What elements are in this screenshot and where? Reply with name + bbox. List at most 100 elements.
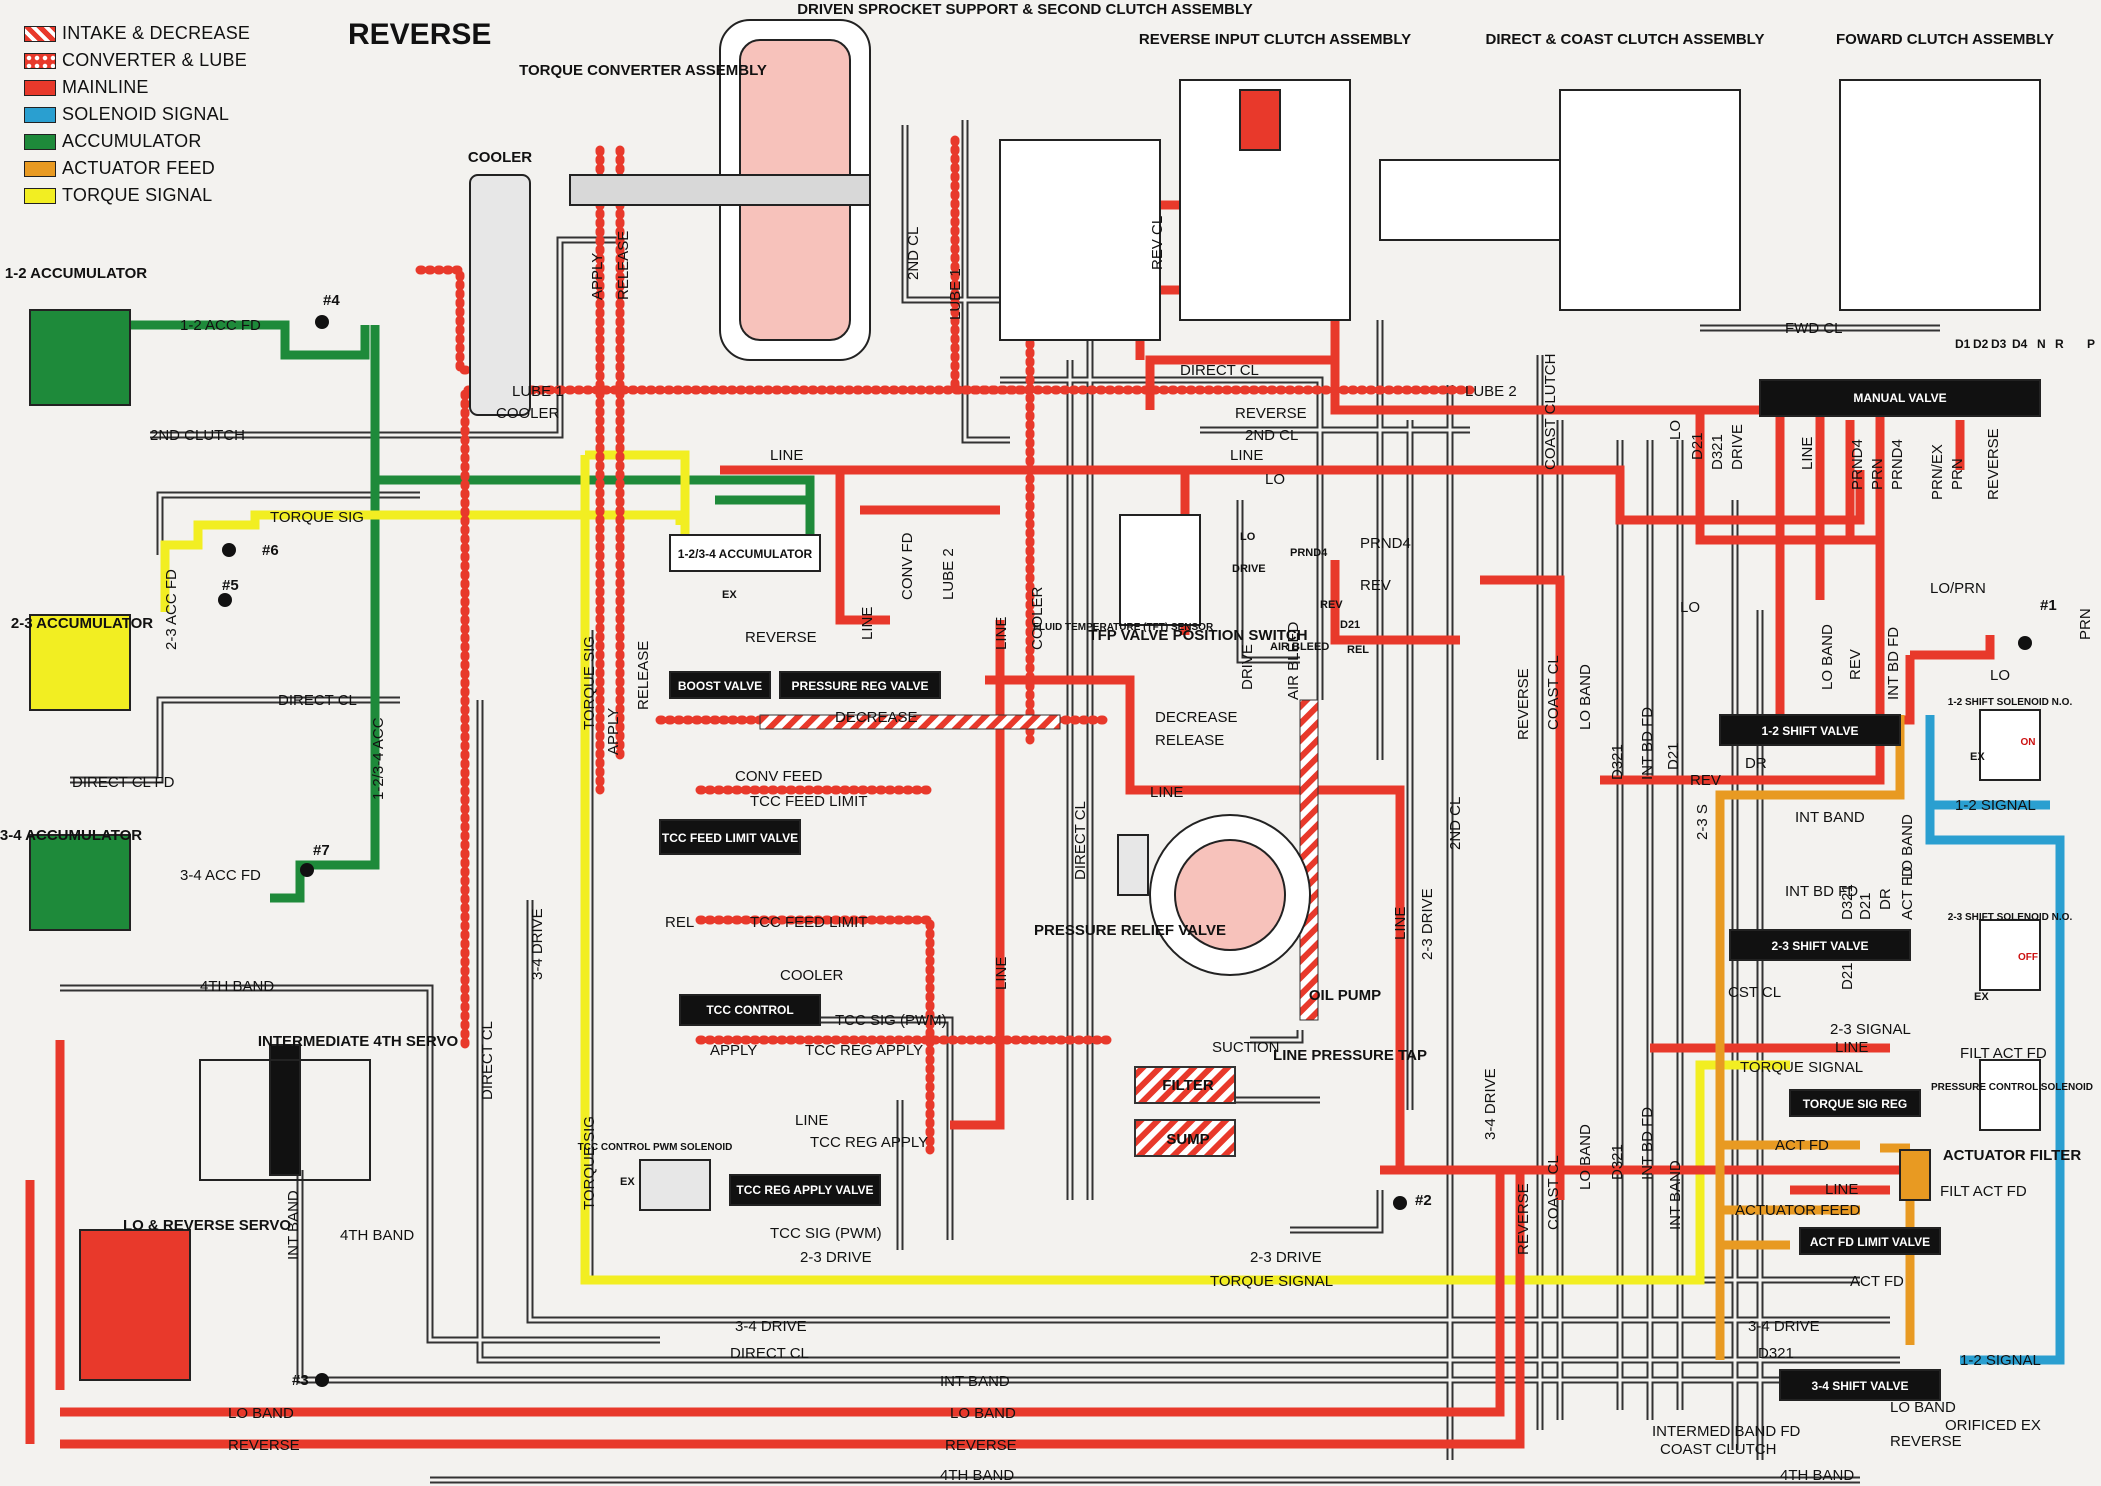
label-d321: D321	[1758, 1345, 1794, 1362]
label-signal12-2: 1-2 SIGNAL	[1960, 1352, 2041, 1369]
pressure-reg-label: PRESSURE REG VALVE	[792, 679, 929, 693]
label-act-fd-2: ACT FD	[1850, 1273, 1904, 1290]
legend-label: ACTUATOR FEED	[62, 158, 215, 178]
solenoid-signal-circuit	[1925, 715, 2065, 1365]
swatch-solid	[24, 160, 56, 177]
vlabel-lube1: LUBE 1	[947, 268, 964, 320]
label-line-2: LINE	[1230, 447, 1263, 464]
relief-label: PRESSURE RELIEF VALVE	[1034, 922, 1226, 939]
label-fourth-band-4: 4TH BAND	[1780, 1467, 1854, 1484]
label-lo-prn: LO/PRN	[1930, 580, 1986, 597]
vlabel-conv-fd: CONV FD	[899, 532, 916, 600]
vlabel-drive-2: DRIVE	[1729, 424, 1746, 470]
vlabel-direct-cl-2: DIRECT CL	[1072, 801, 1089, 880]
label-tcc-reg-apply-2: TCC REG APPLY	[810, 1134, 928, 1151]
component-shapes	[29, 19, 2041, 1401]
label-lube1: LUBE 1	[512, 383, 564, 400]
label-line-6: LINE	[795, 1112, 828, 1129]
label-int-band-2: INT BAND	[1795, 809, 1865, 826]
solenoid-labels: TCC CONTROL PWM SOLENOID 1-2 SHIFT SOLEN…	[578, 622, 2093, 1153]
shift12-label: 1-2 SHIFT VALVE	[1762, 724, 1859, 738]
checkball-5	[218, 593, 232, 607]
sprocket-label: DRIVEN SPROCKET SUPPORT & SECOND CLUTCH …	[797, 1, 1253, 18]
vlabel-acc23-fd: 2-3 ACC FD	[163, 569, 180, 650]
legend-item-torque-signal: TORQUE SIGNAL	[24, 182, 250, 209]
vlabel-d21-4: D21	[1839, 962, 1856, 990]
accumulator-valve-label: 1-2/3-4 ACCUMULATOR	[678, 547, 813, 561]
gear-r: R	[2055, 337, 2064, 351]
tfp-rel: REL	[1347, 644, 1369, 656]
legend-label: ACCUMULATOR	[62, 131, 202, 151]
sol23-state: OFF	[2018, 952, 2038, 963]
label-reverse-5: REVERSE	[1890, 1433, 1962, 1450]
tcc-control-label: TCC CONTROL	[706, 1003, 793, 1017]
vlabel-prn: PRN	[1869, 458, 1886, 490]
vlabel-drive23: 2-3 DRIVE	[1419, 888, 1436, 960]
cooler-label: COOLER	[468, 149, 532, 166]
boost-valve-label: BOOST VALVE	[678, 679, 762, 693]
vertical-passage-labels: 2-3 ACC FD 1-2/3-4 ACC APPLY RELEASE TOR…	[163, 216, 2094, 1260]
sol12-label: 1-2 SHIFT SOLENOID N.O.	[1948, 697, 2073, 708]
gear-d2: D2	[1973, 337, 1989, 351]
legend: INTAKE & DECREASE CONVERTER & LUBE MAINL…	[24, 20, 250, 209]
legend-item-intake-decrease: INTAKE & DECREASE	[24, 20, 250, 47]
mainline-circuit	[25, 200, 1995, 1449]
vlabel-torque-sig-2: TORQUE SIG	[581, 1116, 598, 1210]
vlabel-reverse-3: REVERSE	[1985, 428, 2002, 500]
vlabel-line-5: LINE	[859, 607, 876, 640]
label-intermed-band-fd: INTERMED BAND FD	[1652, 1423, 1801, 1440]
tfp-drive: DRIVE	[1232, 563, 1266, 575]
tfp-air-bleed: AIR BLEED	[1270, 641, 1329, 653]
label-coast-clutch: COAST CLUTCH	[1660, 1441, 1776, 1458]
vlabel-line-3: LINE	[1392, 907, 1409, 940]
gear-position-labels: D1 D2 D3 D4 N R P	[1955, 337, 2095, 351]
legend-item-mainline: MAINLINE	[24, 74, 250, 101]
label-decrease: DECREASE	[1155, 709, 1238, 726]
vlabel-coast-clutch: COAST CLUTCH	[1542, 354, 1559, 470]
legend-item-accumulator: ACCUMULATOR	[24, 128, 250, 155]
swatch-solid	[24, 133, 56, 150]
vlabel-d21: D21	[1665, 742, 1682, 770]
acc12-label: 1-2 ACCUMULATOR	[5, 265, 147, 282]
vlabel-acc1234: 1-2/3-4 ACC	[370, 717, 387, 800]
torque-converter-label: TORQUE CONVERTER ASSEMBLY	[519, 62, 767, 79]
label-lo: LO	[1265, 471, 1285, 488]
label-fwd-cl: FWD CL	[1785, 320, 1843, 337]
checkball-label-2: #2	[1415, 1192, 1432, 1209]
ex-label-4: EX	[620, 1176, 635, 1188]
vlabel-int-bd-fd-3: INT BD FD	[1885, 627, 1902, 700]
vlabel-second-cl-2: 2ND CL	[1447, 797, 1464, 850]
sol23-label: 2-3 SHIFT SOLENOID N.O.	[1948, 912, 2073, 923]
label-conv-feed: CONV FEED	[735, 768, 823, 785]
vlabel-line: LINE	[993, 617, 1010, 650]
vlabel-prn-2: PRN	[1949, 458, 1966, 490]
legend-label: SOLENOID SIGNAL	[62, 104, 230, 124]
label-line-3: LINE	[1150, 784, 1183, 801]
legend-item-solenoid-signal: SOLENOID SIGNAL	[24, 101, 250, 128]
checkball-6	[222, 543, 236, 557]
vlabel-reverse-2: REVERSE	[1515, 1183, 1532, 1255]
vlabel-decrease: AIR BLEED	[1285, 621, 1302, 700]
checkball-label-5: #5	[222, 577, 239, 594]
vlabel-drive: DRIVE	[1239, 644, 1256, 690]
tcc-feed-limit-label: TCC FEED LIMIT VALVE	[662, 831, 798, 845]
tfp-rev: REV	[1320, 599, 1343, 611]
swatch-solid	[24, 187, 56, 204]
vlabel-int-band: INT BAND	[1667, 1160, 1684, 1230]
checkball-4	[315, 315, 329, 329]
act-fd-limit-label: ACT FD LIMIT VALVE	[1810, 1235, 1930, 1249]
lo-rev-servo-label: LO & REVERSE SERVO	[123, 1217, 291, 1234]
label-acc34-fd: 3-4 ACC FD	[180, 867, 261, 884]
legend-item-actuator-feed: ACTUATOR FEED	[24, 155, 250, 182]
component-labels: TORQUE CONVERTER ASSEMBLY COOLER DRIVEN …	[0, 1, 2081, 1234]
label-torque-sig: TORQUE SIG	[270, 509, 364, 526]
label-prnd4: PRND4	[1360, 535, 1411, 552]
label-rev: REV	[1360, 577, 1391, 594]
vlabel-direct-cl: DIRECT CL	[479, 1021, 496, 1100]
checkball-label-6: #6	[262, 542, 279, 559]
converter-lube-circuit	[415, 135, 1475, 1155]
acc34-label: 3-4 ACCUMULATOR	[0, 827, 142, 844]
shift23-label: 2-3 SHIFT VALVE	[1772, 939, 1869, 953]
label-fourth-band-3: 4TH BAND	[940, 1467, 1014, 1484]
label-cst-cl: CST CL	[1728, 984, 1781, 1001]
